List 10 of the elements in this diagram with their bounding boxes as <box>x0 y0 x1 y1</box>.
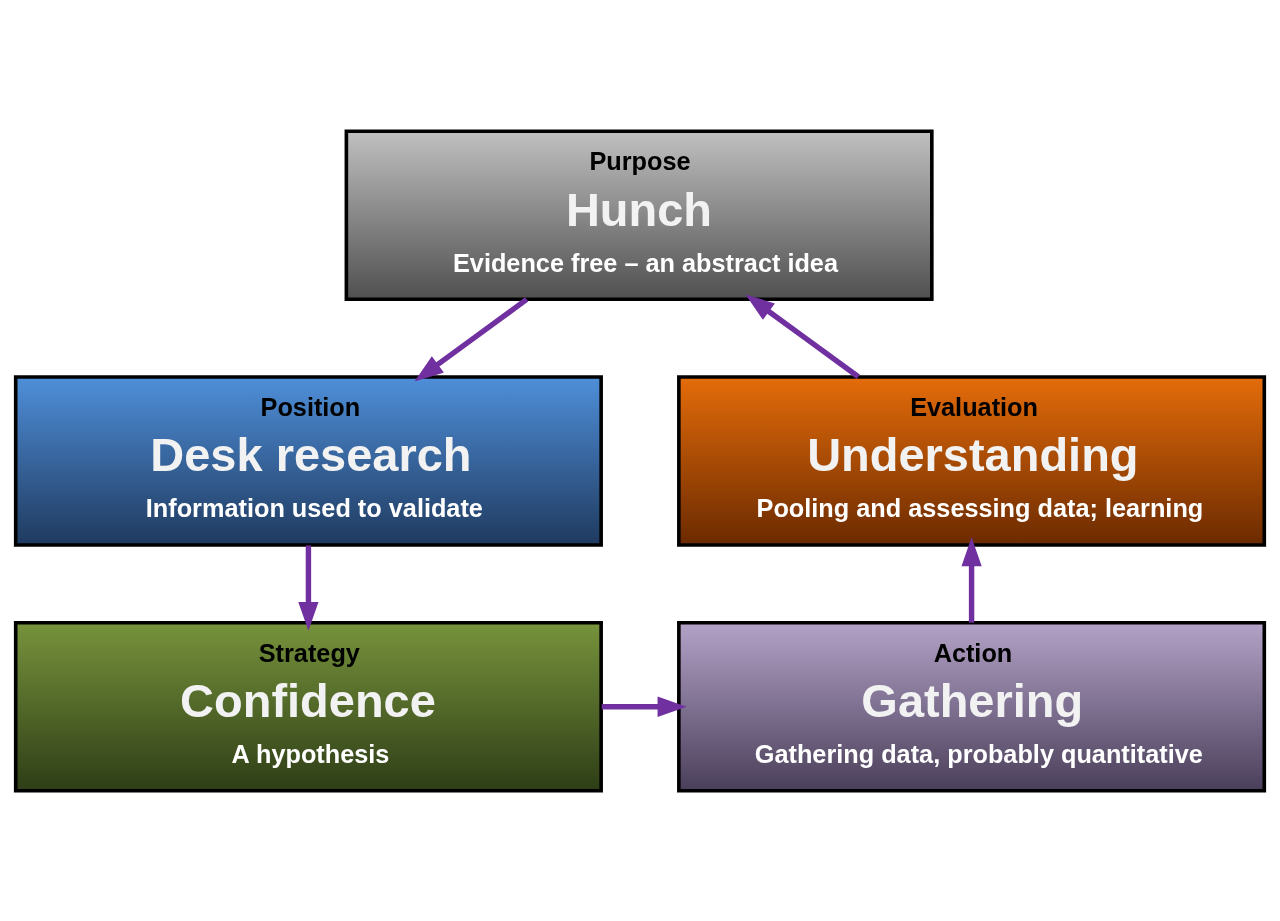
node-box: Strategy Confidence A hypothesis <box>13 620 603 793</box>
node-box: Purpose Hunch Evidence free – an abstract idea <box>344 128 934 301</box>
arrow <box>298 544 319 631</box>
arrow <box>414 296 529 382</box>
arrow <box>601 696 687 717</box>
arrow <box>745 294 860 379</box>
arrow <box>961 536 982 623</box>
node-box: Action Gathering Gathering data, probably quantitative <box>677 620 1267 793</box>
node-box: Evaluation Understanding Pooling and assessing data; learning <box>677 374 1267 547</box>
node-box: Position Desk research Information used to validate <box>13 374 603 547</box>
